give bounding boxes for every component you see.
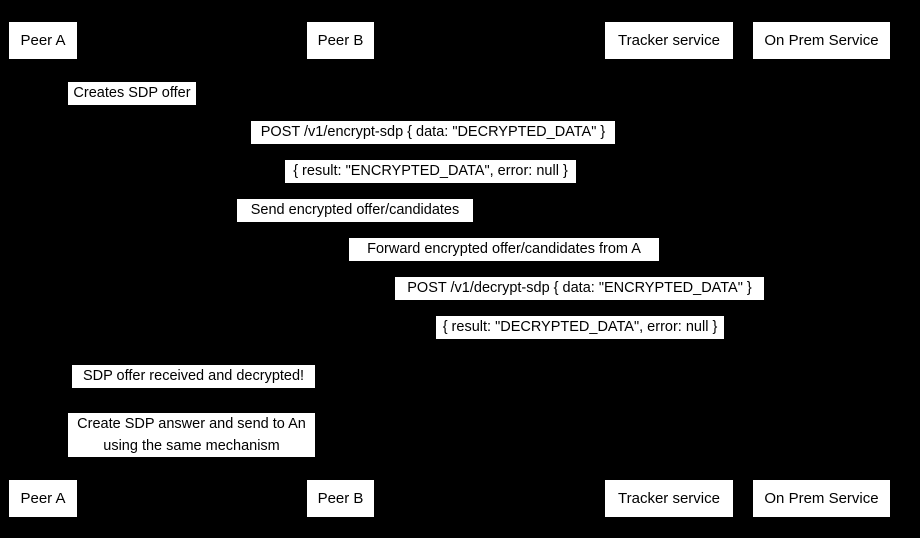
message-label-decrypt-sdp-result: { result: "DECRYPTED_DATA", error: null … xyxy=(436,316,724,339)
message-label-sdp-offer-received: SDP offer received and decrypted! xyxy=(72,365,315,388)
message-label-encrypt-sdp-result: { result: "ENCRYPTED_DATA", error: null … xyxy=(285,160,576,183)
message-label-create-sdp-answer: Create SDP answer and send to An using t… xyxy=(68,413,315,457)
lifeline-peer-a xyxy=(43,59,44,479)
participant-footer-on-prem-service[interactable]: On Prem Service xyxy=(753,480,890,517)
message-label-post-encrypt-sdp: POST /v1/encrypt-sdp { data: "DECRYPTED_… xyxy=(251,121,615,144)
participant-header-peer-b[interactable]: Peer B xyxy=(307,22,374,59)
participant-footer-peer-b[interactable]: Peer B xyxy=(307,480,374,517)
message-label-create-sdp-answer-line2: using the same mechanism xyxy=(103,438,280,454)
message-label-forward-encrypted-offer: Forward encrypted offer/candidates from … xyxy=(349,238,659,261)
participant-header-peer-a[interactable]: Peer A xyxy=(9,22,77,59)
lifeline-on-prem-service xyxy=(821,59,822,479)
participant-footer-peer-a[interactable]: Peer A xyxy=(9,480,77,517)
lifeline-tracker-service xyxy=(669,59,670,479)
message-label-creates-sdp-offer: Creates SDP offer xyxy=(68,82,196,105)
message-label-post-decrypt-sdp: POST /v1/decrypt-sdp { data: "ENCRYPTED_… xyxy=(395,277,764,300)
message-label-send-encrypted-offer: Send encrypted offer/candidates xyxy=(237,199,473,222)
participant-footer-tracker-service[interactable]: Tracker service xyxy=(605,480,733,517)
participant-header-on-prem-service[interactable]: On Prem Service xyxy=(753,22,890,59)
message-label-create-sdp-answer-line1: Create SDP answer and send to An xyxy=(77,416,306,432)
participant-header-tracker-service[interactable]: Tracker service xyxy=(605,22,733,59)
